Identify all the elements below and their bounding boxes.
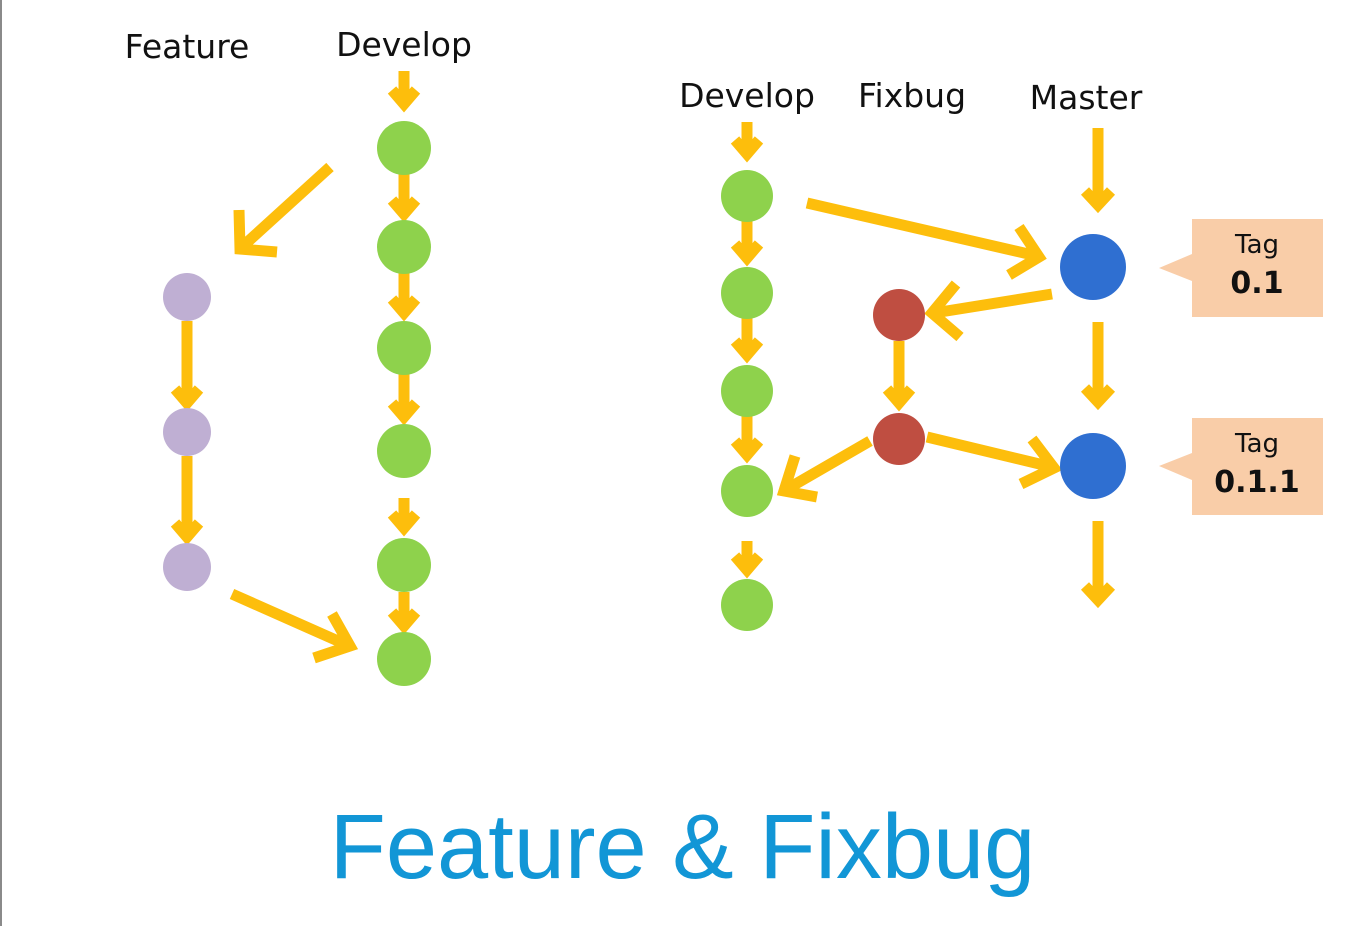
develop-commit bbox=[377, 538, 431, 592]
feature-commit bbox=[163, 273, 211, 321]
arrow-fixbug-to-master bbox=[925, 431, 1063, 489]
fixbug-commits bbox=[873, 289, 925, 465]
arrow-down bbox=[1080, 128, 1116, 214]
arrow-merge-develop bbox=[229, 588, 359, 664]
develop-commit bbox=[377, 424, 431, 478]
tag-box bbox=[1159, 418, 1323, 515]
arrow-down bbox=[170, 456, 204, 546]
slide-title: Feature & Fixbug bbox=[329, 796, 1036, 898]
tag-box bbox=[1159, 219, 1323, 317]
arrow-down bbox=[387, 174, 421, 223]
arrow-down bbox=[387, 498, 421, 537]
lane-label-fixbug: Fixbug bbox=[858, 76, 966, 115]
lane-label-develop: Develop bbox=[679, 76, 815, 115]
lane-label-master: Master bbox=[1030, 78, 1143, 117]
develop-commit bbox=[377, 121, 431, 175]
master-commits bbox=[1060, 234, 1126, 499]
right-develop-commits bbox=[721, 170, 773, 631]
develop-commit bbox=[377, 220, 431, 274]
left-feature-commits bbox=[163, 273, 211, 591]
master-commit bbox=[1060, 433, 1126, 499]
lane-label-feature: Feature bbox=[125, 27, 250, 66]
left-develop-commits bbox=[377, 121, 431, 686]
arrow-develop-to-master bbox=[805, 197, 1047, 280]
tag-version: 0.1.1 bbox=[1214, 465, 1299, 500]
left-diagram: Feature Develop bbox=[125, 25, 472, 686]
arrow-down bbox=[730, 317, 764, 364]
develop-commit bbox=[721, 170, 773, 222]
tag-label: Tag bbox=[1234, 429, 1279, 459]
develop-commit bbox=[721, 579, 773, 631]
right-arrows bbox=[730, 122, 1116, 609]
master-commit bbox=[1060, 234, 1126, 300]
tag-callout: Tag 0.1 bbox=[1159, 219, 1323, 317]
arrow-down bbox=[730, 220, 764, 267]
develop-commit bbox=[721, 267, 773, 319]
tag-label: Tag bbox=[1234, 230, 1279, 260]
arrow-down bbox=[387, 592, 421, 635]
arrow-fixbug-to-develop bbox=[776, 436, 873, 503]
feature-commit bbox=[163, 408, 211, 456]
develop-commit bbox=[721, 365, 773, 417]
arrow-down bbox=[387, 71, 421, 113]
arrow-down bbox=[1080, 322, 1116, 411]
tag-callout: Tag 0.1.1 bbox=[1159, 418, 1323, 515]
arrow-down bbox=[730, 122, 764, 163]
left-arrows bbox=[170, 71, 421, 664]
arrow-branch-feature bbox=[233, 162, 334, 258]
arrow-down bbox=[387, 374, 421, 426]
right-diagram: Develop Fixbug Master bbox=[679, 76, 1323, 631]
develop-commit bbox=[377, 321, 431, 375]
arrow-down bbox=[387, 272, 421, 322]
arrow-down bbox=[730, 541, 764, 579]
fixbug-commit bbox=[873, 413, 925, 465]
develop-commit bbox=[721, 465, 773, 517]
lane-label-develop: Develop bbox=[336, 25, 472, 64]
fixbug-commit bbox=[873, 289, 925, 341]
tag-version: 0.1 bbox=[1230, 266, 1283, 301]
arrow-down bbox=[170, 321, 204, 412]
feature-commit bbox=[163, 543, 211, 591]
arrow-down bbox=[730, 415, 764, 464]
arrow-down bbox=[1080, 521, 1116, 609]
arrow-down bbox=[882, 341, 916, 412]
develop-commit bbox=[377, 632, 431, 686]
arrow-master-to-fixbug bbox=[924, 280, 1053, 342]
